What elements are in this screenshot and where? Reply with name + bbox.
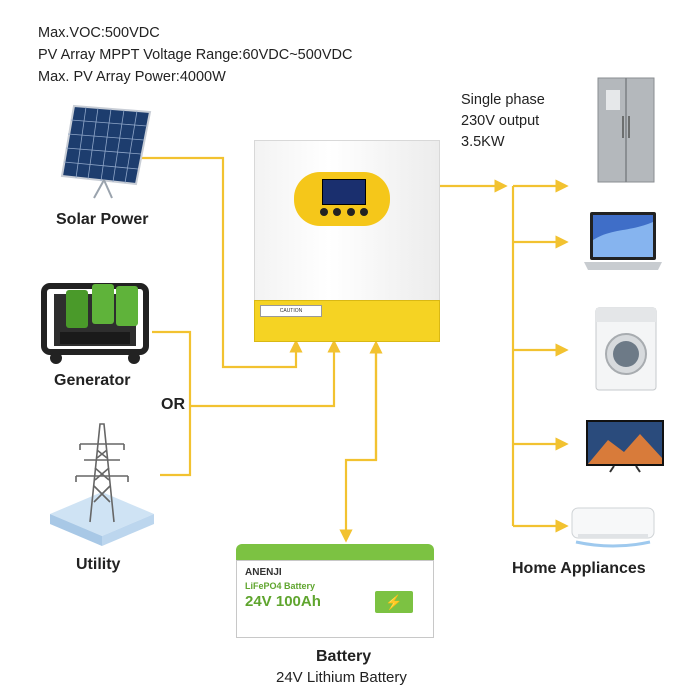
utility-tower-icon — [50, 423, 154, 546]
spec-max-pv-power: Max. PV Array Power:4000W — [38, 69, 226, 85]
output-spec: Single phase 230V output 3.5KW — [461, 90, 545, 153]
label-utility: Utility — [76, 556, 121, 573]
wire-generator — [152, 330, 192, 406]
output-voltage: 230V output — [461, 113, 540, 129]
wire-or-junction — [190, 339, 341, 408]
label-generator: Generator — [54, 372, 131, 389]
inverter-lcd-screen — [322, 179, 366, 205]
output-power: 3.5KW — [461, 134, 505, 150]
battery-type: LiFePO4 Battery — [245, 581, 316, 591]
solar-panel-icon — [60, 104, 152, 199]
battery-brand: ANENJI — [245, 567, 282, 578]
laptop-icon — [584, 212, 662, 270]
inverter-caution-label: CAUTION — [260, 305, 322, 317]
label-battery-type: 24V Lithium Battery — [276, 669, 407, 686]
label-solar-power: Solar Power — [56, 211, 149, 228]
television-icon — [586, 420, 664, 473]
label-battery: Battery — [316, 648, 372, 665]
wire-battery — [339, 344, 378, 543]
spec-max-voc: Max.VOC:500VDC — [38, 25, 160, 41]
wire-utility — [160, 406, 192, 477]
inverter-unit: CAUTION — [254, 140, 440, 342]
washing-machine-icon — [595, 307, 657, 391]
inverter-display-bezel — [294, 172, 390, 226]
battery-charge-icon: ⚡ — [375, 591, 413, 613]
spec-mppt-range: PV Array MPPT Voltage Range:60VDC~500VDC — [38, 47, 353, 63]
refrigerator-icon — [597, 77, 655, 183]
label-home-appliances: Home Appliances — [512, 560, 646, 577]
spec-list: Max.VOC:500VDC PV Array MPPT Voltage Ran… — [38, 22, 352, 88]
wire-solar — [140, 156, 303, 369]
generator-icon — [41, 283, 149, 364]
battery-spec: 24V 100Ah — [245, 593, 321, 610]
air-conditioner-icon — [571, 507, 655, 548]
battery-unit: ANENJI LiFePO4 Battery 24V 100Ah ⚡ — [236, 544, 436, 638]
inverter-buttons — [320, 208, 368, 218]
output-phase: Single phase — [461, 92, 545, 108]
label-or: OR — [161, 396, 185, 413]
